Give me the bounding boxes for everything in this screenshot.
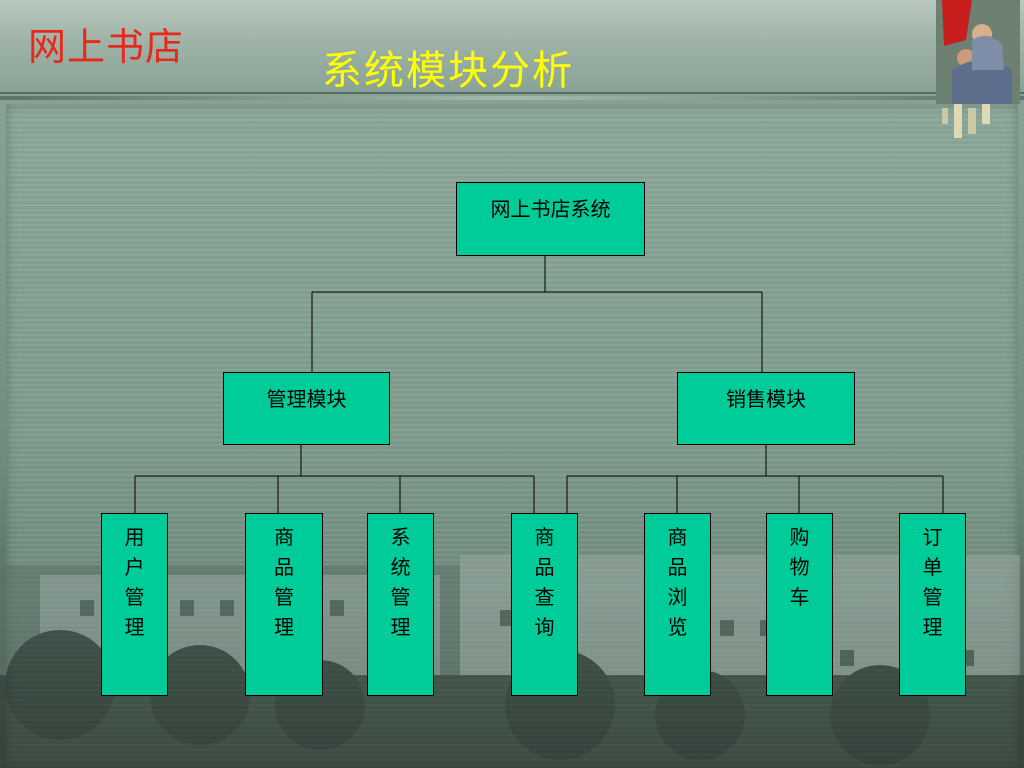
slide-title: 系统模块分析 [322,48,574,94]
leaf-goods-browse: 商品浏览 [644,513,711,696]
node-label-char: 品 [667,555,688,579]
node-label-char: 物 [789,555,810,579]
node-label-char: 品 [274,555,294,579]
app-title: 网上书店 [28,25,185,69]
node-label-char: 品 [534,555,555,579]
node-label-char: 管 [922,585,943,609]
header-band [0,0,1024,94]
management-module-label: 管理模块 [266,387,347,411]
sales-module-node: 销售模块 [677,372,855,445]
sales-module-label: 销售模块 [726,387,806,411]
node-label-char: 查 [534,585,555,609]
node-label-char: 车 [789,585,810,609]
node-label-char: 统 [390,555,411,579]
node-label-char: 系 [390,525,411,549]
node-label-char: 理 [922,615,943,639]
node-label-char: 用 [124,525,145,549]
node-label-char: 管 [124,585,145,609]
node-label-char: 理 [274,615,294,639]
node-label-char: 商 [667,525,688,549]
leaf-shopping-cart: 购物车 [766,513,833,696]
node-label-char: 浏 [667,585,688,609]
leaf-goods-management: 商品管理 [245,513,323,696]
node-label-char: 订 [922,525,943,549]
leaf-user-management: 用户管理 [101,513,168,696]
leaf-order-management: 订单管理 [899,513,966,696]
node-label-char: 询 [534,615,555,639]
node-label-char: 管 [390,585,411,609]
decorative-photo [936,0,1020,138]
node-label-char: 理 [124,615,145,639]
node-label-char: 商 [534,525,555,549]
header-divider [0,96,1024,100]
node-label-char: 单 [922,555,943,579]
node-label-char: 户 [124,555,145,579]
node-label-char: 管 [274,585,294,609]
root-node-label: 网上书店系统 [490,197,611,221]
node-label-char: 览 [667,615,688,639]
node-label-char: 购 [789,525,810,549]
leaf-system-management: 系统管理 [367,513,434,696]
node-label-char: 商 [274,525,294,549]
management-module-node: 管理模块 [223,372,390,445]
leaf-goods-query: 商品查询 [511,513,578,696]
root-node: 网上书店系统 [456,182,645,256]
node-label-char: 理 [390,615,411,639]
